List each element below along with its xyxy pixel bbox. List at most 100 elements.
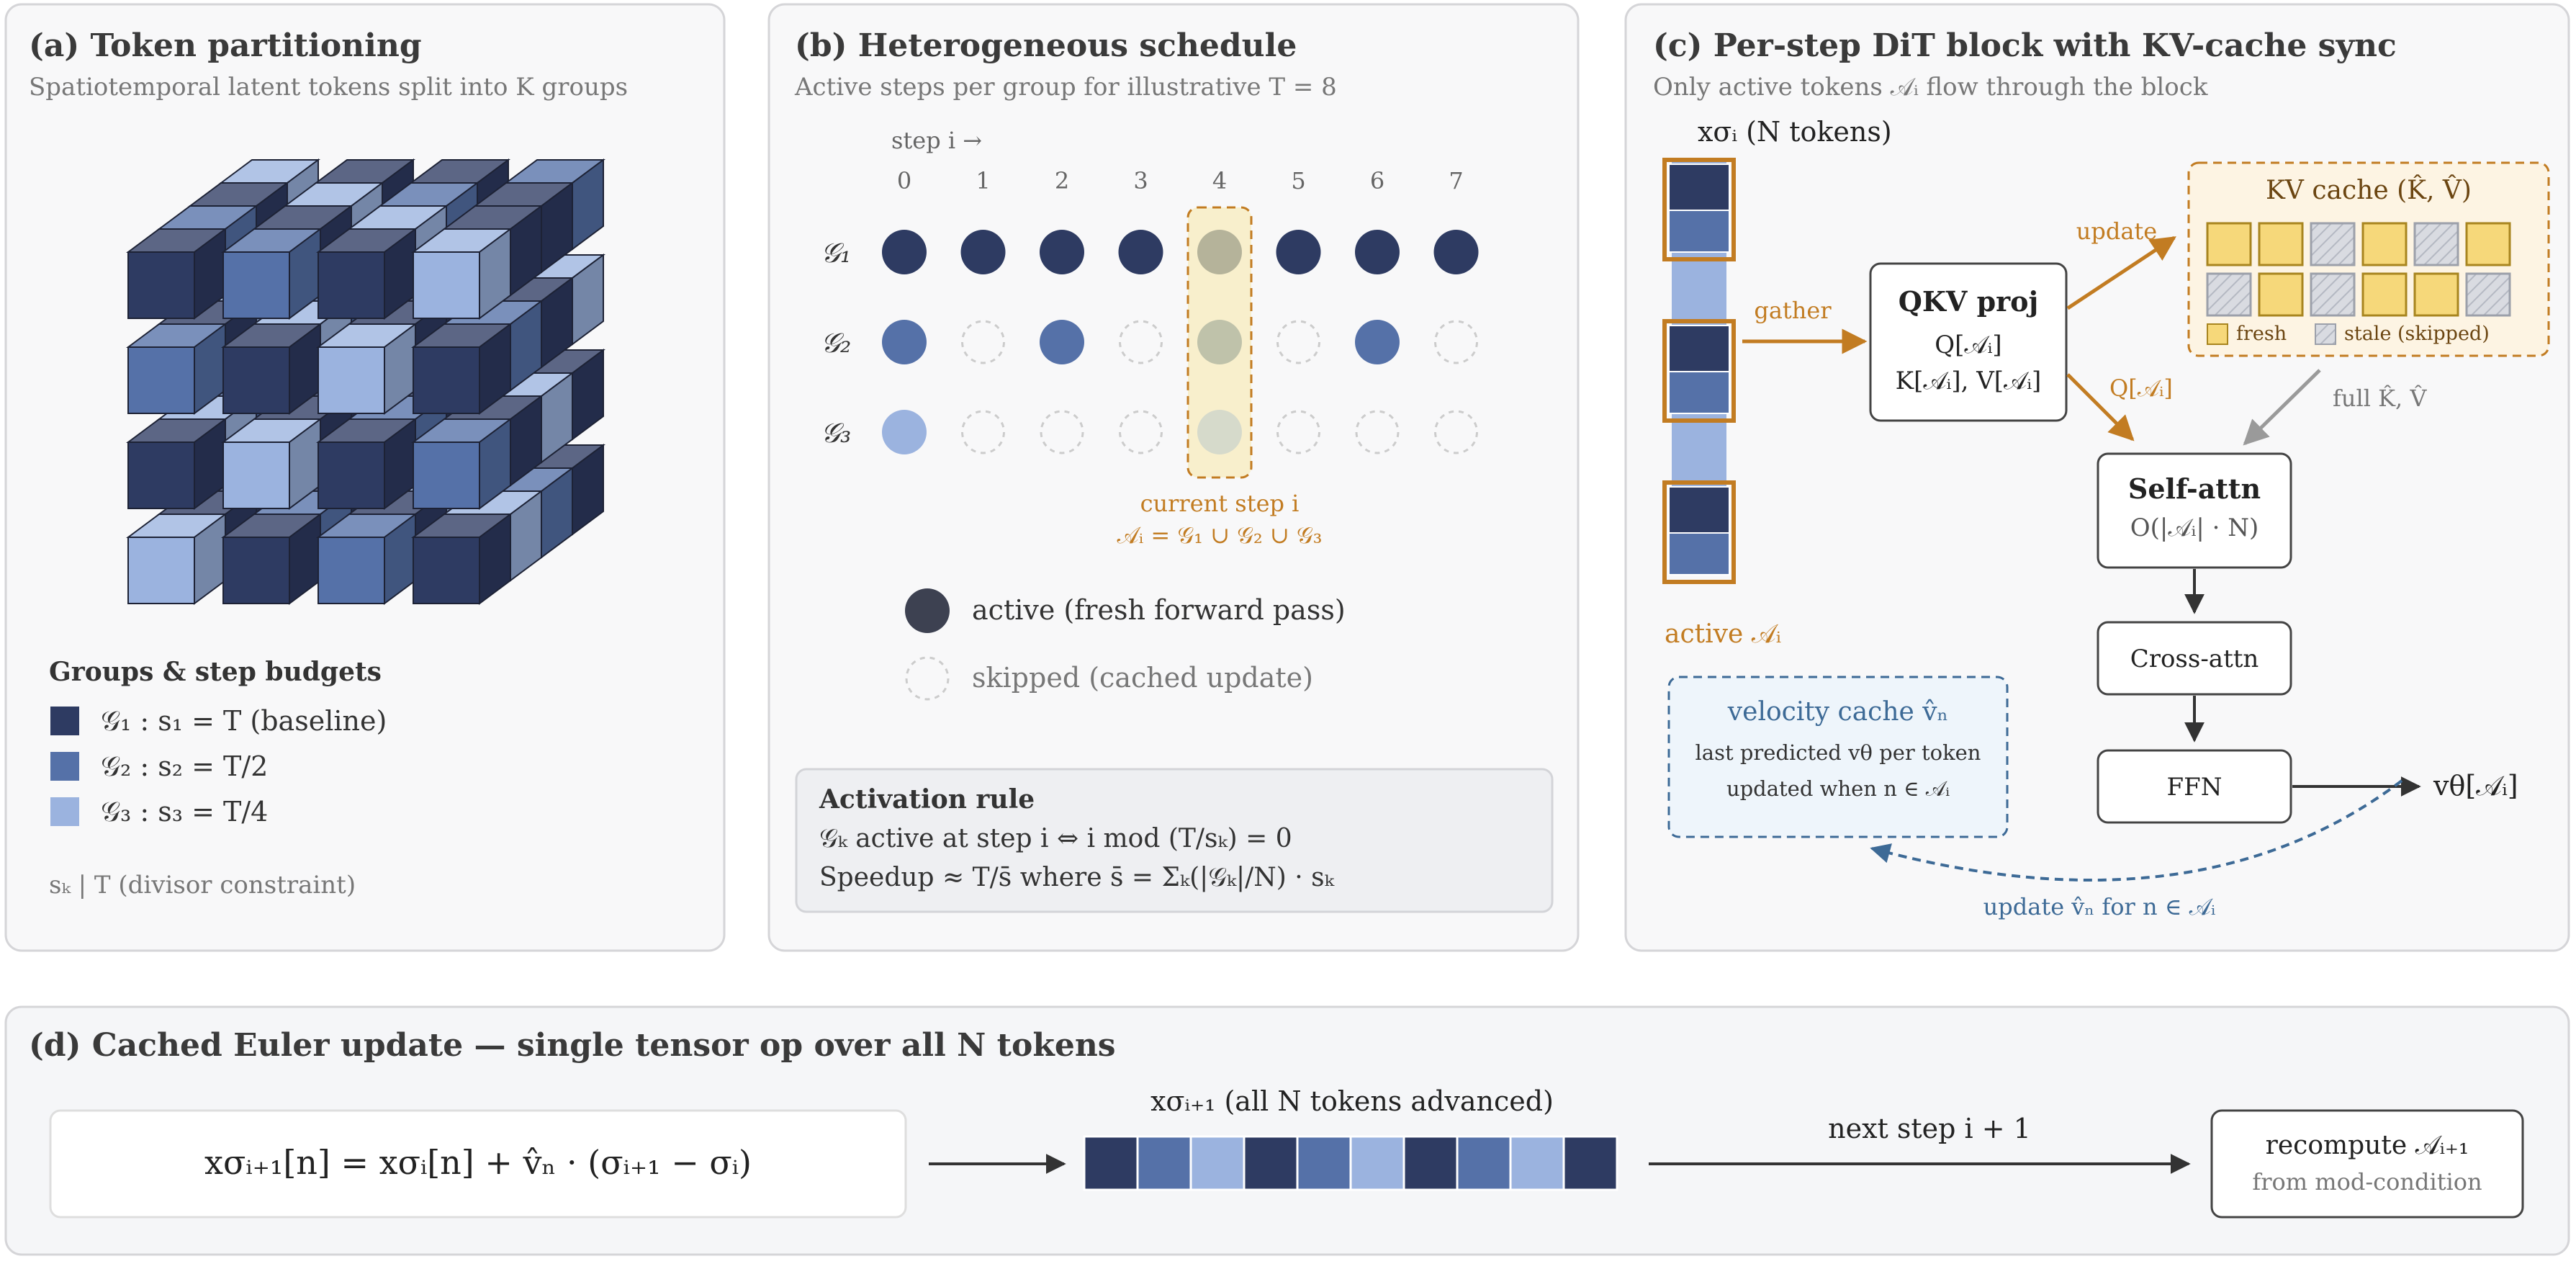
- full-kv-arrow: [2243, 369, 2321, 446]
- step-number: 2: [1055, 167, 1069, 194]
- ffn-box: [2097, 749, 2292, 824]
- q-label: Q[𝒜ᵢ]: [2109, 375, 2173, 402]
- token-cube: [220, 323, 323, 415]
- token-strip-label: xσᵢ₊₁ (all N tokens advanced): [1150, 1085, 1554, 1117]
- schedule-row-label: 𝒢₁: [821, 237, 851, 269]
- kv-fresh-cell: [2206, 222, 2252, 266]
- token-cube: [410, 418, 513, 510]
- token-column: [1662, 158, 1736, 584]
- active-step-dot: [1040, 230, 1084, 274]
- kv-fresh-label: fresh: [2236, 323, 2287, 345]
- divisor-constraint: sₖ | T (divisor constraint): [49, 871, 356, 900]
- token-cell: [1668, 163, 1730, 211]
- active-step-dot: [1197, 410, 1242, 454]
- token-cube: [315, 323, 418, 415]
- step-number: 3: [1133, 167, 1148, 194]
- skipped-step-dot: [1276, 320, 1320, 364]
- token-cube: [410, 228, 513, 320]
- panel-a-title: (a) Token partitioning: [29, 27, 422, 64]
- self-attn-complexity: O(|𝒜ᵢ| · N): [2130, 514, 2259, 542]
- kv-stale-cell: [2310, 222, 2356, 266]
- groups-legend-title: Groups & step budgets: [49, 657, 382, 687]
- kv-stale-cell: [2413, 222, 2459, 266]
- advanced-token-cell: [1243, 1135, 1299, 1191]
- active-step-dot: [882, 410, 927, 454]
- panel-a-subtitle: Spatiotemporal latent tokens split into …: [29, 73, 628, 102]
- velocity-cache-box: [1667, 676, 2009, 838]
- step-number: 1: [976, 167, 990, 194]
- token-cube: [125, 418, 228, 510]
- advanced-token-cell: [1456, 1135, 1512, 1191]
- panel-b: (b) Heterogeneous schedule Active steps …: [767, 3, 1580, 952]
- schedule-row-label: 𝒢₂: [821, 327, 851, 359]
- active-step-dot: [882, 230, 927, 274]
- qkv-proj-title: QKV proj: [1899, 285, 2039, 318]
- kv-stale-label: stale (skipped): [2344, 323, 2490, 345]
- kv-stale-cell: [2206, 272, 2252, 317]
- output-velocity-label: vθ[𝒜ᵢ]: [2433, 770, 2518, 802]
- step-number: 6: [1370, 167, 1384, 194]
- kv-stale-cell: [2465, 272, 2511, 317]
- advanced-token-cell: [1349, 1135, 1405, 1191]
- token-cube: [315, 418, 418, 510]
- token-cell: [1668, 210, 1730, 253]
- kv-stale-cell: [2310, 272, 2356, 317]
- q-arrow: [2066, 373, 2135, 441]
- step-number: 4: [1212, 167, 1227, 194]
- kv-fresh-cell: [2361, 272, 2408, 317]
- kv-fresh-cell: [2361, 222, 2408, 266]
- skipped-step-dot: [1434, 320, 1478, 364]
- active-step-dot: [1040, 320, 1084, 364]
- panel-c-title: (c) Per-step DiT block with KV-cache syn…: [1653, 27, 2397, 64]
- recompute-subtitle: from mod-condition: [2252, 1168, 2482, 1196]
- panel-c-subtitle: Only active tokens 𝒜ᵢ flow through the b…: [1653, 73, 2208, 102]
- activation-rule-line1: 𝒢ₖ active at step i ⇔ i mod (T/sₖ) = 0: [819, 824, 1292, 853]
- self-attn-box: [2097, 452, 2292, 569]
- panel-d-title: (d) Cached Euler update — single tensor …: [29, 1027, 1116, 1064]
- euler-formula-box: [49, 1109, 907, 1219]
- self-attn-title: Self-attn: [2128, 472, 2261, 505]
- skipped-step-dot: [1119, 410, 1163, 454]
- euler-formula: xσᵢ₊₁[n] = xσᵢ[n] + v̂ₙ · (σᵢ₊₁ − σᵢ): [204, 1143, 752, 1182]
- skipped-step-dot: [961, 320, 1005, 364]
- legend-skipped-label: skipped (cached update): [972, 662, 1313, 694]
- advanced-token-cell: [1136, 1135, 1192, 1191]
- token-cube-stack: [125, 158, 606, 605]
- skipped-step-dot: [1434, 410, 1478, 454]
- kv-fresh-cell: [2258, 222, 2304, 266]
- step-number: 0: [897, 167, 911, 194]
- cross-attn-box: [2097, 621, 2292, 696]
- full-kv-label: full K̂, V̂: [2333, 385, 2427, 412]
- kv-fresh-swatch: [2207, 323, 2228, 345]
- legend-label-g1: 𝒢₁ : s₁ = T (baseline): [101, 705, 387, 737]
- token-cube: [410, 323, 513, 415]
- legend-label-g2: 𝒢₂ : s₂ = T/2: [101, 750, 268, 782]
- token-cube: [220, 513, 323, 605]
- legend-active-dot: [905, 588, 950, 633]
- token-cell: [1668, 532, 1730, 575]
- skipped-step-dot: [961, 410, 1005, 454]
- active-step-dot: [1276, 230, 1321, 274]
- advanced-token-cell: [1562, 1135, 1618, 1191]
- recompute-title: recompute 𝒜ᵢ₊₁: [2266, 1131, 2469, 1160]
- token-cell: [1668, 325, 1730, 372]
- velocity-update-arrow: [1870, 779, 2403, 882]
- velocity-cache-line2: updated when n ∈ 𝒜ᵢ: [1726, 776, 1950, 801]
- kv-fresh-cell: [2413, 272, 2459, 317]
- active-token-block: [1662, 319, 1736, 423]
- active-step-dot: [1118, 230, 1163, 274]
- gather-label: gather: [1754, 297, 1832, 324]
- advanced-token-cell: [1189, 1135, 1246, 1191]
- current-step-label: current step i: [1140, 490, 1300, 517]
- panel-c: (c) Per-step DiT block with KV-cache syn…: [1624, 3, 2570, 952]
- activation-rule-title: Activation rule: [819, 784, 1035, 815]
- legend-swatch-g1: [50, 707, 79, 735]
- qkv-proj-line2: K[𝒜ᵢ], V[𝒜ᵢ]: [1896, 367, 2042, 395]
- token-cube: [410, 513, 513, 605]
- legend-label-g3: 𝒢₃ : s₃ = T/4: [101, 796, 268, 828]
- active-step-dot: [882, 320, 927, 364]
- token-cube: [125, 228, 228, 320]
- active-step-dot: [960, 230, 1006, 274]
